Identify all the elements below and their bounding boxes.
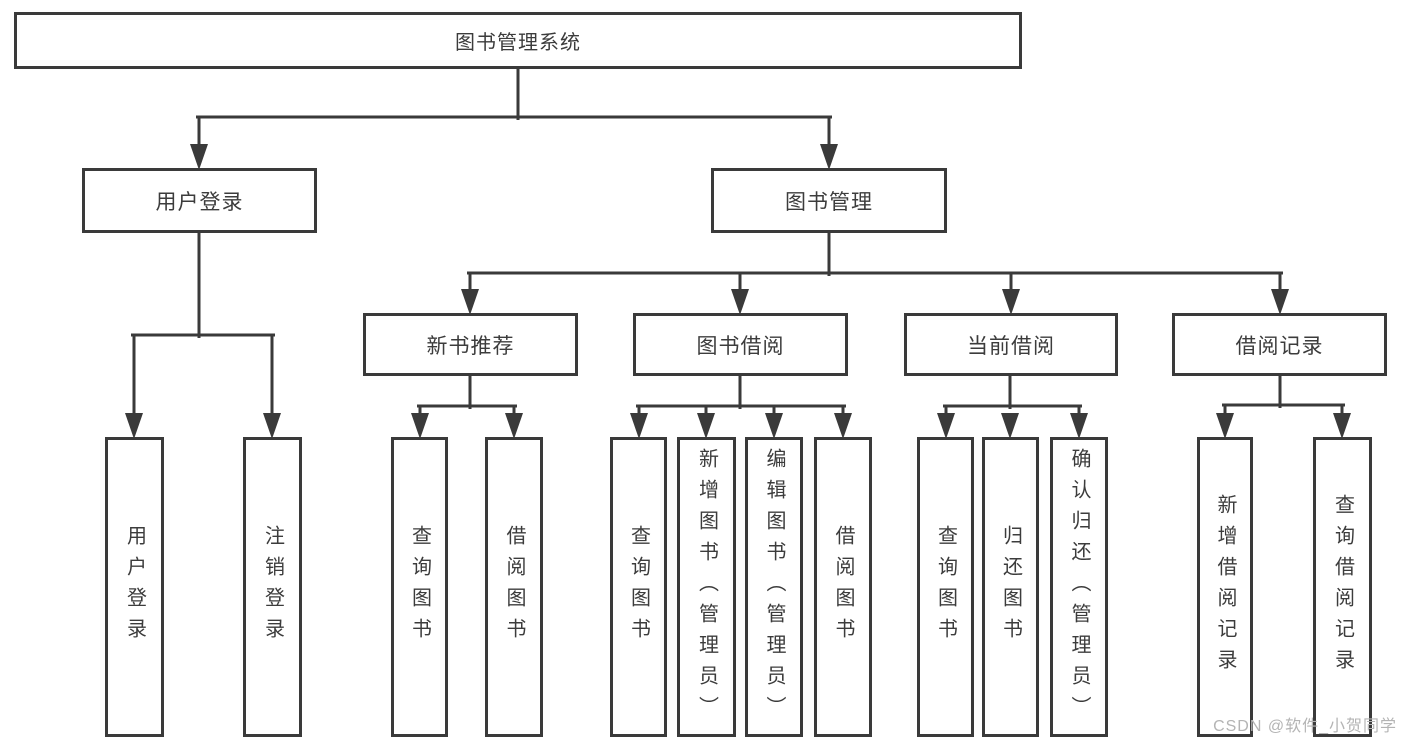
leaf-label: 查询借阅记录 [1331, 494, 1354, 680]
node-root-system: 图书管理系统 [14, 12, 1022, 69]
node-root-label: 图书管理系统 [455, 32, 581, 54]
connector-user-login-branch [125, 231, 281, 439]
connector-book-borrowing [630, 374, 852, 439]
connector-line [417, 374, 517, 417]
leaf-query-borrow-record: 查询借阅记录 [1313, 437, 1372, 737]
leaf-label: 查询图书 [627, 525, 650, 649]
arrow-down-icon [1002, 289, 1020, 315]
node-current-borrowing: 当前借阅 [904, 313, 1118, 376]
leaf-confirm-return-admin: 确认归还（管理员） [1050, 437, 1108, 737]
leaf-label: 用户登录 [123, 525, 146, 649]
node-borrowing-records: 借阅记录 [1172, 313, 1387, 376]
node-book-management-branch: 图书管理 [711, 168, 947, 233]
arrow-down-icon [937, 413, 955, 439]
node-label: 图书借阅 [696, 334, 785, 358]
arrow-down-icon [1333, 413, 1351, 439]
arrow-down-icon [125, 413, 143, 439]
leaf-label: 注销登录 [261, 525, 284, 649]
arrow-down-icon [765, 413, 783, 439]
arrow-down-icon [820, 144, 838, 170]
arrow-down-icon [1070, 413, 1088, 439]
leaf-query-books-newbook: 查询图书 [391, 437, 448, 737]
arrow-down-icon [505, 413, 523, 439]
leaf-query-books-borrow: 查询图书 [610, 437, 667, 737]
leaf-user-login: 用户登录 [105, 437, 164, 737]
arrow-down-icon [834, 413, 852, 439]
leaf-borrow-books-borrow: 借阅图书 [814, 437, 872, 737]
connector-line [943, 374, 1082, 417]
connector-line [467, 231, 1283, 293]
node-label: 用户登录 [155, 190, 244, 214]
arrow-down-icon [630, 413, 648, 439]
node-label: 当前借阅 [967, 334, 1055, 358]
arrow-down-icon [1216, 413, 1234, 439]
connector-new-book-recommend [411, 374, 523, 439]
leaf-label: 查询图书 [934, 525, 957, 649]
csdn-watermark: CSDN @软件_小贺同学 [1213, 718, 1397, 735]
arrow-down-icon [731, 289, 749, 315]
node-label: 借阅记录 [1235, 334, 1324, 358]
leaf-label: 新增图书（管理员） [695, 447, 718, 727]
leaf-label: 新增借阅记录 [1214, 494, 1236, 680]
arrow-down-icon [1001, 413, 1019, 439]
leaf-label: 借阅图书 [832, 525, 854, 649]
connector-line [636, 374, 846, 417]
leaf-return-books: 归还图书 [982, 437, 1039, 737]
leaf-edit-books-admin: 编辑图书（管理员） [745, 437, 803, 737]
arrow-down-icon [697, 413, 715, 439]
leaf-label: 确认归还（管理员） [1068, 447, 1090, 727]
connector-current-borrowing [937, 374, 1088, 439]
node-new-book-recommend: 新书推荐 [363, 313, 578, 376]
leaf-label: 编辑图书（管理员） [763, 447, 785, 727]
connector-borrowing-records [1216, 374, 1351, 439]
arrow-down-icon [411, 413, 429, 439]
leaf-logout: 注销登录 [243, 437, 302, 737]
connector-root-to-level2 [190, 67, 838, 170]
leaf-add-books-admin: 新增图书（管理员） [677, 437, 736, 737]
leaf-borrow-books-newbook: 借阅图书 [485, 437, 543, 737]
node-book-borrowing: 图书借阅 [633, 313, 848, 376]
arrow-down-icon [190, 144, 208, 170]
connector-book-management-to-level3 [461, 231, 1289, 315]
leaf-add-borrow-record: 新增借阅记录 [1197, 437, 1253, 737]
leaf-label: 查询图书 [408, 525, 431, 649]
connector-line [196, 67, 832, 148]
leaf-label: 借阅图书 [503, 525, 525, 649]
arrow-down-icon [263, 413, 281, 439]
connector-line [131, 231, 275, 417]
leaf-label: 归还图书 [999, 525, 1022, 649]
leaf-query-books-current: 查询图书 [917, 437, 974, 737]
arrow-down-icon [461, 289, 479, 315]
node-label: 新书推荐 [426, 334, 515, 358]
node-label: 图书管理 [785, 190, 873, 214]
arrow-down-icon [1271, 289, 1289, 315]
node-user-login-branch: 用户登录 [82, 168, 317, 233]
connector-line [1222, 374, 1345, 417]
